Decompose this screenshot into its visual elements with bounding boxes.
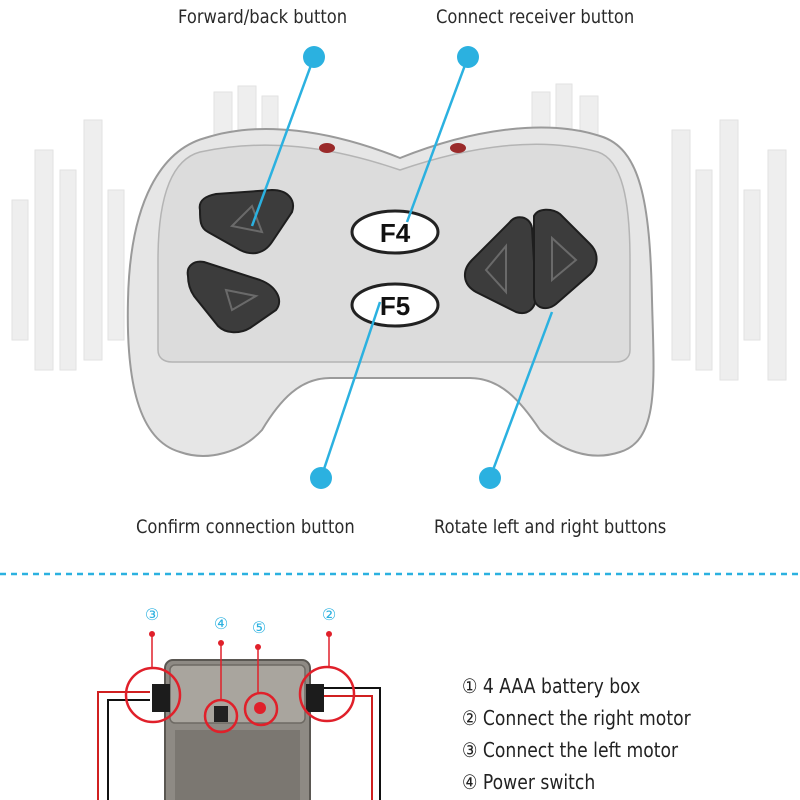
left-connector xyxy=(152,684,170,712)
legend-item-1: ① 4 AAA battery box xyxy=(462,674,641,698)
callout-dot-confirm xyxy=(310,467,332,489)
marker-labels: ③ ④ ⑤ ② xyxy=(145,605,336,637)
callout-dot-connect xyxy=(457,46,479,68)
forward-arrow-icon xyxy=(229,204,264,234)
rotate-right-button[interactable] xyxy=(533,208,598,310)
legend-item-3: ③ Connect the left motor xyxy=(462,738,679,762)
power-switch[interactable] xyxy=(214,706,228,722)
f5-button-label: F5 xyxy=(380,291,410,321)
marker-2: ② xyxy=(322,605,336,624)
marker-4: ④ xyxy=(214,614,228,633)
f4-button-label: F4 xyxy=(380,218,411,248)
callout-dot-forward xyxy=(303,46,325,68)
rotate-left-arrow-icon xyxy=(484,243,507,295)
confirm-connection-callout: Confirm connection button xyxy=(136,516,355,538)
connect-receiver-callout: Connect receiver button xyxy=(436,6,635,28)
f5-button[interactable] xyxy=(350,282,440,328)
back-arrow-icon xyxy=(224,288,259,312)
rotate-callout: Rotate left and right buttons xyxy=(434,516,667,538)
rotate-right-arrow-icon xyxy=(551,235,578,283)
forward-back-callout: Forward/back button xyxy=(178,6,348,28)
callout-dot-rotate xyxy=(479,467,501,489)
forward-button[interactable] xyxy=(198,188,294,255)
f4-button[interactable] xyxy=(350,209,440,255)
legend-item-2: ② Connect the right motor xyxy=(462,706,691,730)
marker-leaders xyxy=(151,635,330,700)
marker-5: ⑤ xyxy=(252,618,266,637)
rotate-left-button[interactable] xyxy=(464,216,538,314)
marker-3: ③ xyxy=(145,605,159,624)
callout-leaders xyxy=(250,56,554,479)
right-connector xyxy=(306,684,324,712)
battery-compartment xyxy=(175,730,300,800)
back-button[interactable] xyxy=(186,260,281,334)
legend-item-4: ④ Power switch xyxy=(462,770,596,794)
status-led-icon xyxy=(254,702,266,714)
background-bars xyxy=(11,83,787,381)
led-right-icon xyxy=(450,143,466,153)
marker-dots xyxy=(149,631,332,650)
receiver-wires xyxy=(97,687,381,800)
led-left-icon xyxy=(319,143,335,153)
